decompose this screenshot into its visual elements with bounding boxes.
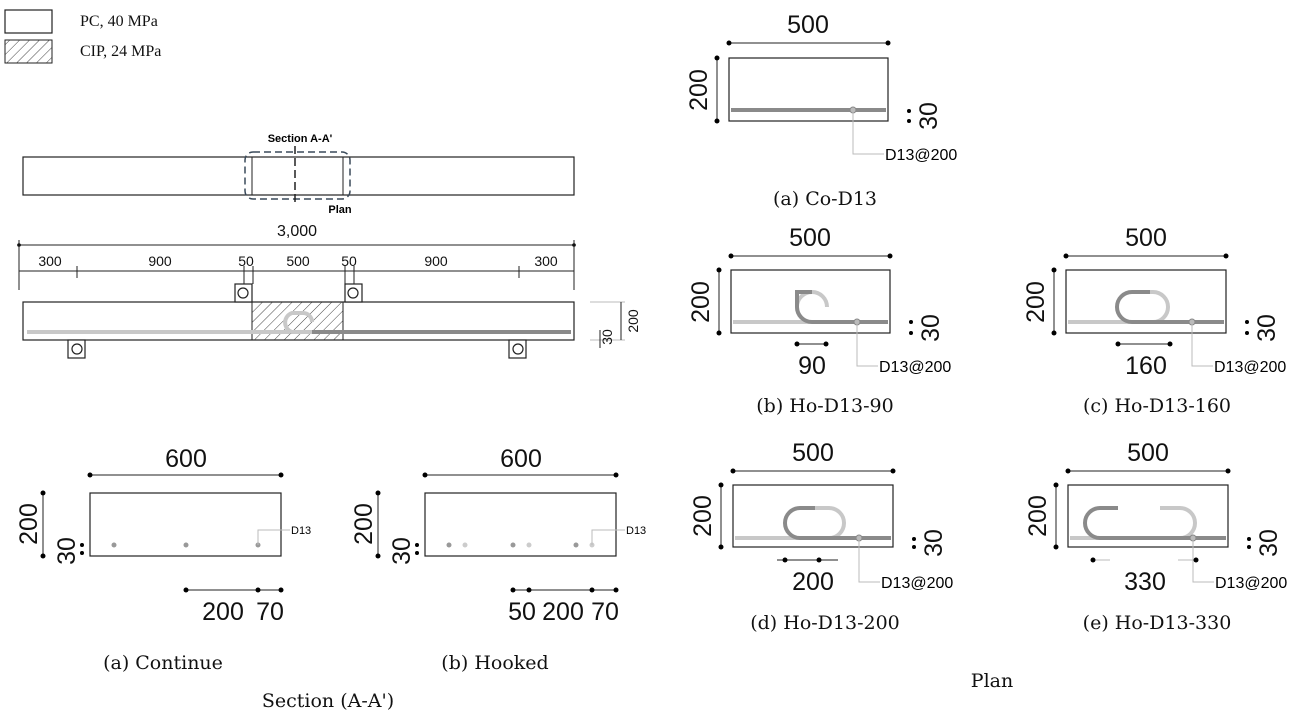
section-cover-dim: 30 <box>53 537 81 565</box>
plan-bar-label: D13@200 <box>1215 575 1287 592</box>
lap-length-dim: 200 <box>792 568 834 596</box>
legend-pc-swatch <box>4 9 53 34</box>
section-continue: 600 200 30 D13 200 70 (a) Continue <box>15 445 311 674</box>
plan-ho-d13-330: 500 200 30 D13@200 330 (e) Ho-D13-330 <box>1024 439 1287 634</box>
support-top-right <box>344 283 363 303</box>
lap-length-dim: 330 <box>1124 568 1166 596</box>
plan-width-dim: 500 <box>792 439 834 467</box>
section-caption-continue: (a) Continue <box>103 652 223 674</box>
plan-bar-label: D13@200 <box>879 359 951 376</box>
plan-caption: (a) Co-D13 <box>773 188 877 210</box>
section-caption-hooked: (b) Hooked <box>441 652 548 674</box>
plan-caption: (d) Ho-D13-200 <box>750 612 900 634</box>
plan-height-dim: 200 <box>685 69 713 111</box>
lap-offset-dim: 50 <box>508 598 536 626</box>
section-bar-label: D13 <box>626 525 646 537</box>
section-width-dim: 600 <box>500 445 542 473</box>
plan-cover-dim: 30 <box>920 529 948 557</box>
plan-bar-label: D13@200 <box>881 575 953 592</box>
cip-joint-region <box>251 301 344 341</box>
beam-cover-dim: 30 <box>599 329 615 345</box>
section-label: Section A-A' <box>268 133 333 145</box>
lap-length-dim: 160 <box>1125 352 1167 380</box>
plan-ho-d13-160: 500 200 30 D13@200 160 (c) Ho-D13-160 <box>1022 224 1286 417</box>
section-height-dim: 200 <box>15 503 43 545</box>
plan-height-dim: 200 <box>1022 281 1050 323</box>
plan-bar-label: D13@200 <box>885 147 957 164</box>
sections-title: Section (A-A') <box>262 690 394 712</box>
section-bar-label: D13 <box>291 525 311 537</box>
legend-cip-swatch <box>4 39 53 64</box>
legend-pc-label: PC, 40 MPa <box>80 13 158 30</box>
dim-cip-length: 500 <box>286 253 310 269</box>
dim-gap-left: 50 <box>238 253 254 269</box>
plan-ho-d13-200: 500 200 30 D13@200 200 (d) Ho-D13-200 <box>689 439 953 634</box>
dim-overhang-right: 300 <box>534 253 558 269</box>
elevation-dimensions: 3,000 300 900 50 500 50 900 300 <box>17 223 576 290</box>
dim-span-right: 900 <box>424 253 448 269</box>
support-top-left <box>234 283 253 303</box>
plan-cover-dim: 30 <box>915 102 943 130</box>
edge-distance-dim: 70 <box>591 598 619 626</box>
plan-co-d13: 500 200 30 D13@200 (a) Co-D13 <box>685 11 957 210</box>
plan-height-dim: 200 <box>1024 495 1052 537</box>
beam-elevation: 200 30 <box>22 283 641 359</box>
lap-length-dim: 90 <box>798 352 826 380</box>
dim-gap-right: 50 <box>341 253 357 269</box>
section-cover-dim: 30 <box>388 537 416 565</box>
support-bottom-left <box>67 339 86 359</box>
bar-spacing-dim: 200 <box>202 598 244 626</box>
plan-label: Plan <box>328 204 352 216</box>
plan-width-dim: 500 <box>1127 439 1169 467</box>
legend: PC, 40 MPa CIP, 24 MPa <box>4 9 161 64</box>
section-width-dim: 600 <box>165 445 207 473</box>
plan-width-dim: 500 <box>787 11 829 39</box>
plan-width-dim: 500 <box>1125 224 1167 252</box>
plan-ho-d13-90: 500 200 30 D13@200 90 (b) Ho-D13-90 <box>687 224 951 417</box>
plan-caption: (c) Ho-D13-160 <box>1083 395 1231 417</box>
plan-height-dim: 200 <box>689 495 717 537</box>
plan-detail-marker <box>244 151 351 200</box>
plan-caption: (b) Ho-D13-90 <box>756 395 893 417</box>
dim-overhang-left: 300 <box>38 253 62 269</box>
plans-title: Plan <box>971 670 1013 692</box>
total-length-dim: 3,000 <box>277 223 317 240</box>
section-hooked: 600 200 30 D13 50 200 70 (b) Hooked <box>350 445 646 674</box>
bar-spacing-dim: 200 <box>542 598 584 626</box>
plan-width-dim: 500 <box>789 224 831 252</box>
beam-plan-view: Section A-A' Plan <box>22 133 575 216</box>
plan-height-dim: 200 <box>687 281 715 323</box>
edge-distance-dim: 70 <box>256 598 284 626</box>
support-bottom-right <box>508 339 527 359</box>
section-height-dim: 200 <box>350 503 378 545</box>
plan-caption: (e) Ho-D13-330 <box>1083 612 1232 634</box>
beam-height-dim: 200 <box>625 309 641 333</box>
dim-span-left: 900 <box>148 253 172 269</box>
legend-cip-label: CIP, 24 MPa <box>80 43 161 60</box>
plan-cover-dim: 30 <box>1255 529 1283 557</box>
plan-bar-label: D13@200 <box>1214 359 1286 376</box>
plan-cover-dim: 30 <box>1253 314 1281 342</box>
plan-cover-dim: 30 <box>917 314 945 342</box>
